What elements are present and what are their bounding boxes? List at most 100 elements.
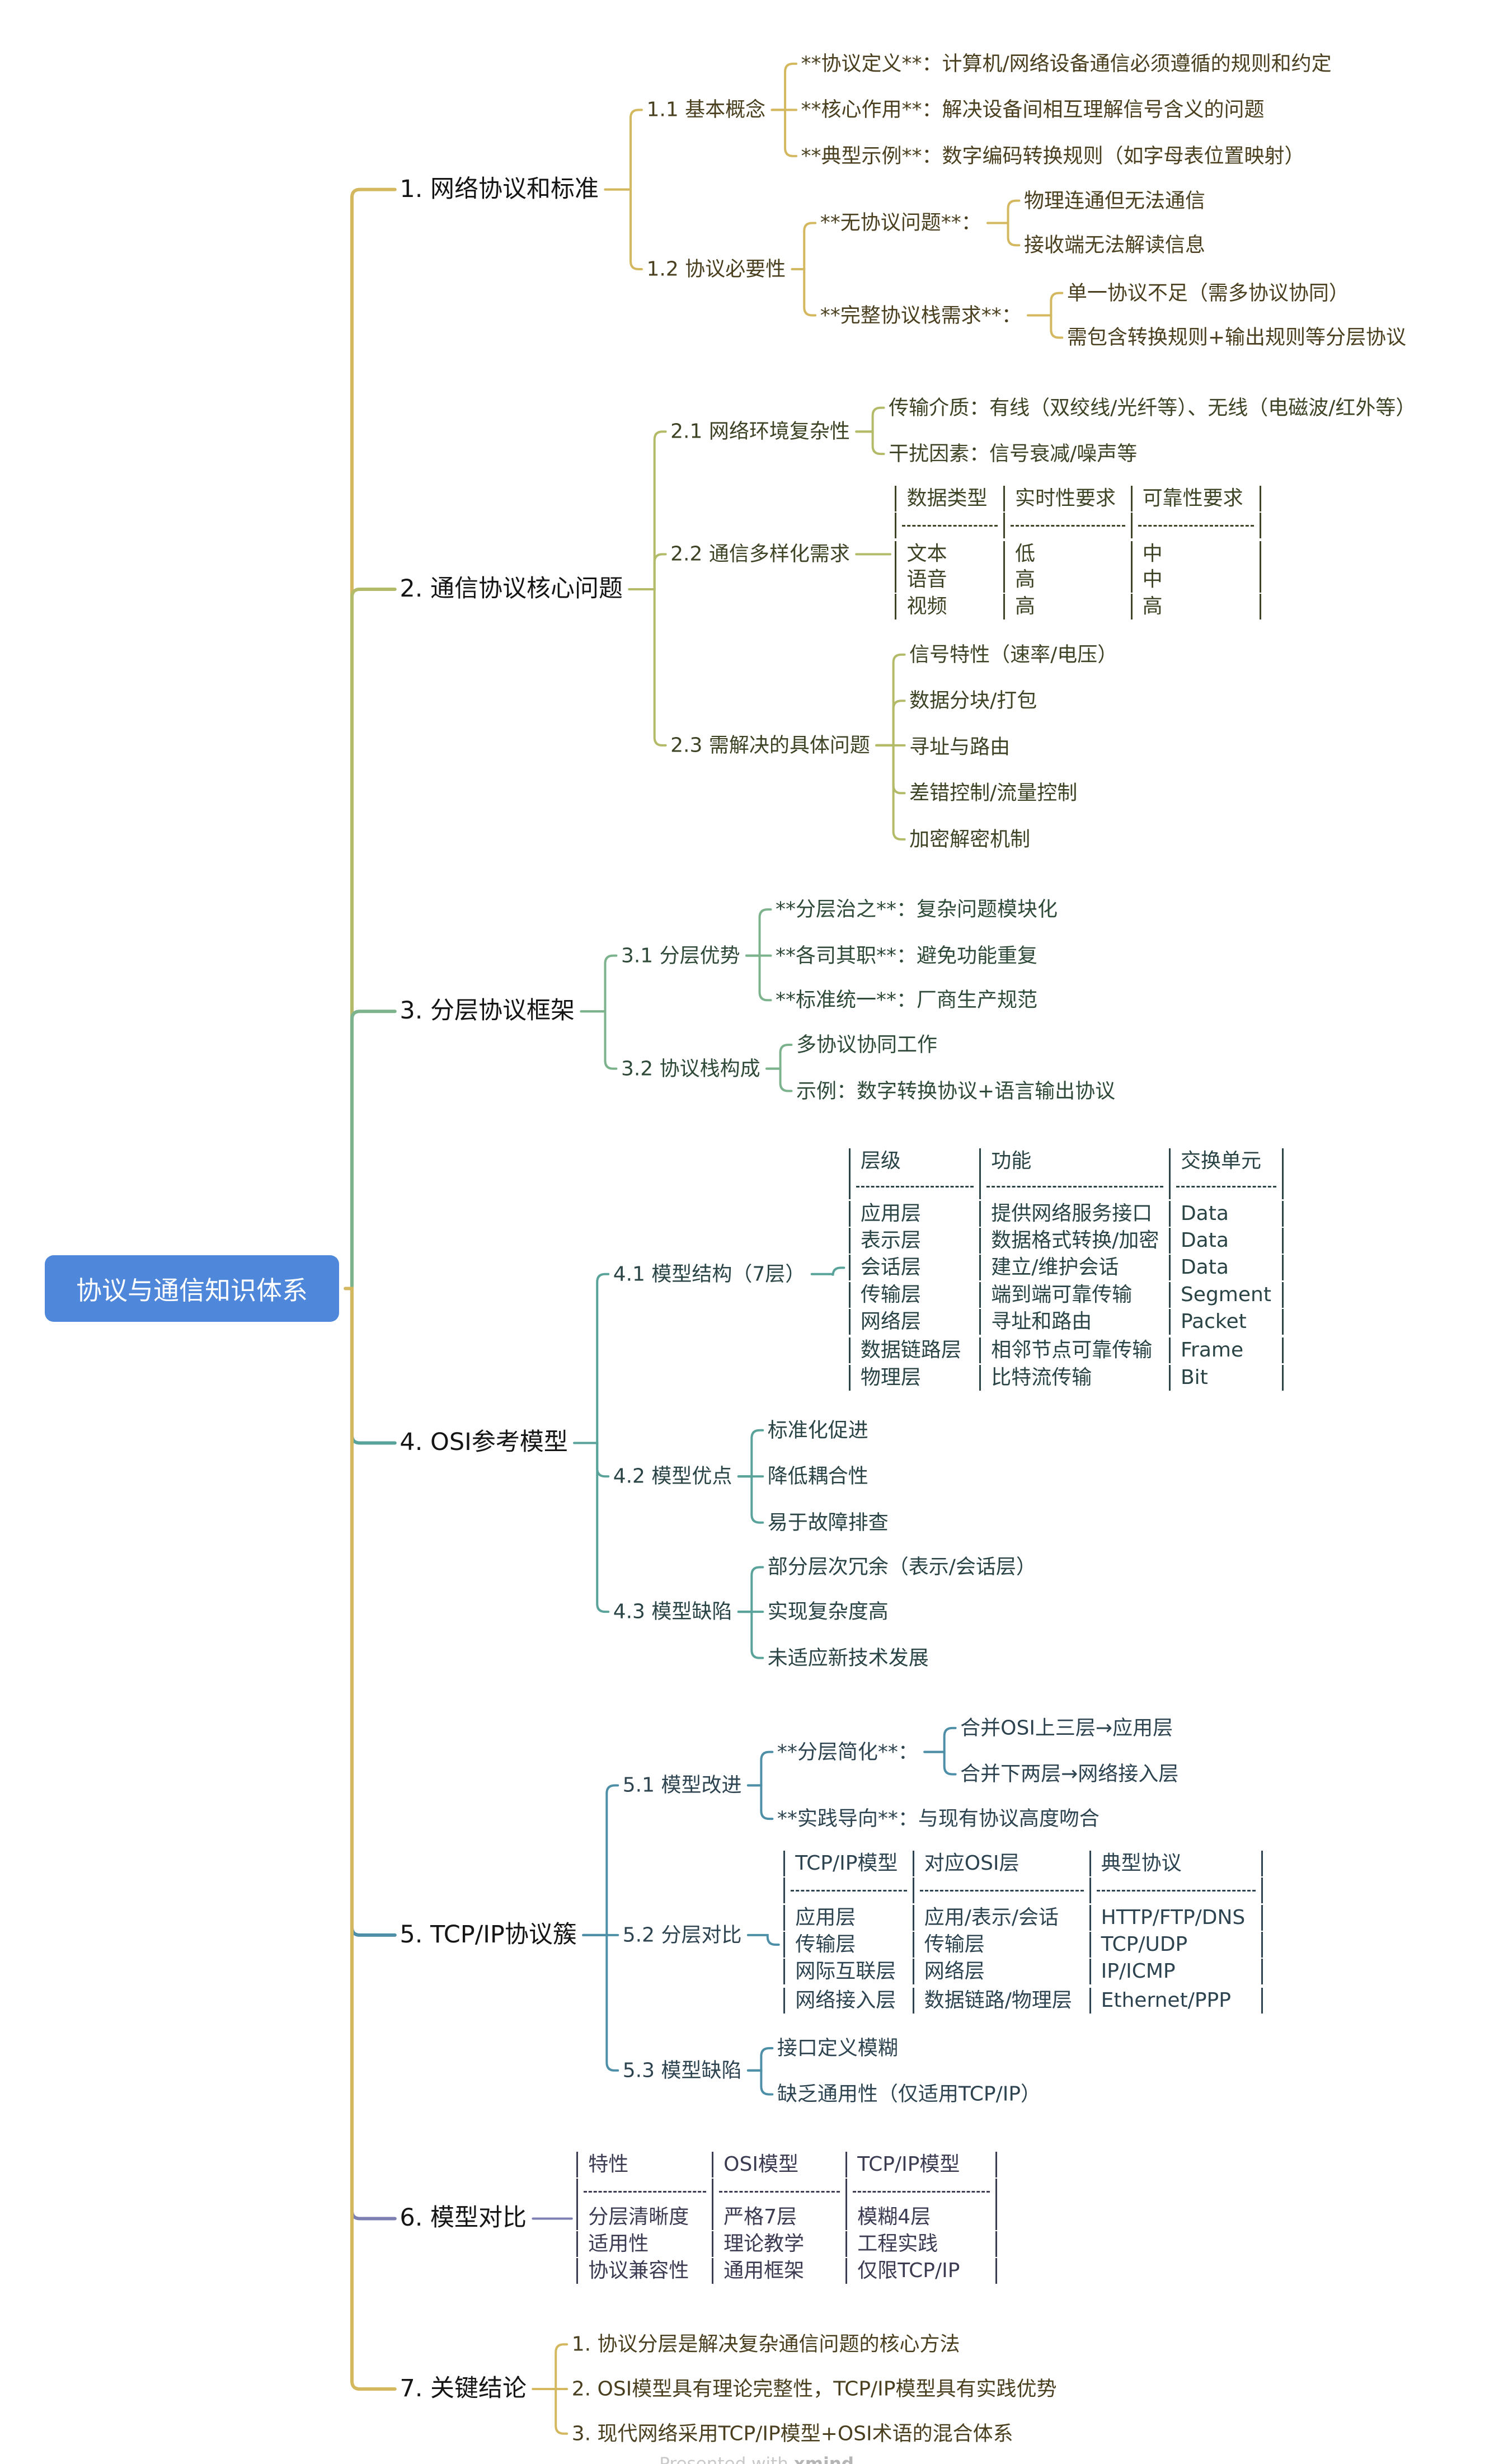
subtopic[interactable]: 5.2 分层对比 [622,1923,742,1947]
leaf-topic[interactable]: **典型示例**：数字编码转换规则（如字母表位置映射） [801,144,1305,168]
connector-line [771,109,797,157]
subtopic[interactable]: 2.2 通信多样化需求 [670,542,850,566]
table-cell: 网际互联层 [783,1959,913,1985]
table-cell: 分层清晰度 [576,2204,712,2230]
leaf-topic[interactable]: 部分层次冗余（表示/会话层） [767,1555,1036,1579]
leaf-topic[interactable]: 合并OSI上三层→应用层 [960,1716,1173,1740]
table-cell: Frame [1168,1337,1284,1364]
subtopic[interactable]: 2.1 网络环境复杂性 [670,420,850,443]
subtopic[interactable]: 1.2 协议必要性 [646,257,786,281]
table-cell: 文本 [895,541,1003,567]
leaf-topic[interactable]: 降低耦合性 [767,1465,868,1488]
connector-line [855,430,885,456]
subtopic[interactable]: 4.2 模型优点 [613,1465,732,1488]
table-cell: 比特流传输 [979,1364,1169,1391]
subtopic[interactable]: **完整协议栈需求**： [820,303,1022,327]
root-topic[interactable]: 协议与通信知识体系 [45,1255,339,1322]
connector-line [737,1475,764,1524]
connector-line [573,1273,610,1444]
watermark-text: Presented with [659,2453,788,2464]
connector-line [737,1611,764,1659]
leaf-topic[interactable]: 2. OSI模型具有理论完整性，TCP/IP模型具有实践优势 [571,2377,1057,2401]
table-cell: Packet [1168,1309,1284,1335]
table-cell: 网络接入层 [783,1987,913,2014]
table-cell: 理论教学 [712,2231,845,2257]
leaf-topic[interactable]: 数据分块/打包 [909,689,1037,712]
table-header: 可靠性要求 [1130,485,1261,511]
subtopic[interactable]: **无协议问题**： [820,211,981,234]
leaf-topic[interactable]: **核心作用**：解决设备间相互理解信号含义的问题 [801,98,1265,121]
table-cell: TCP/UDP [1089,1931,1263,1958]
subtopic[interactable]: 3.1 分层优势 [621,944,740,967]
leaf-topic[interactable]: 信号特性（速率/电压） [909,643,1118,667]
leaf-topic[interactable]: 接收端无法解读信息 [1023,233,1205,257]
connector-line [746,2069,774,2096]
connector-line [875,700,906,747]
subtopic[interactable]: 5.1 模型改进 [622,1773,742,1797]
table-header: TCP/IP模型 [783,1850,913,1876]
leaf-topic[interactable]: 实现复杂度高 [767,1600,889,1623]
leaf-topic[interactable]: 单一协议不足（需多协议协同） [1067,281,1349,305]
leaf-topic[interactable]: 未适应新技术发展 [767,1646,929,1670]
table-cell: 协议兼容性 [576,2258,712,2284]
connector-line [986,199,1021,224]
connector-line [746,1784,774,1820]
connector-line [810,1266,845,1276]
table-cell: 应用层 [783,1904,913,1931]
leaf-topic[interactable]: 多协议协同工作 [796,1033,938,1057]
table-cell: 高 [1003,594,1131,620]
subtopic[interactable]: 1.1 基本概念 [646,98,766,121]
leaf-topic[interactable]: 差错控制/流量控制 [909,781,1078,805]
leaf-topic[interactable]: 标准化促进 [767,1419,868,1442]
connector-line [344,1287,397,2391]
branch-topic[interactable]: 6. 模型对比 [400,2204,527,2232]
leaf-topic[interactable]: 接口定义模糊 [777,2036,898,2060]
table-cell: 通用框架 [712,2258,845,2284]
branch-topic[interactable]: 7. 关键结论 [400,2374,527,2403]
leaf-topic[interactable]: **分层治之**：复杂问题模块化 [776,898,1058,921]
leaf-topic[interactable]: 干扰因素：信号衰减/噪声等 [889,442,1138,466]
table-cell: 仅限TCP/IP [845,2258,997,2284]
connector-line [604,109,643,191]
subtopic[interactable]: 4.1 模型结构（7层） [613,1262,806,1286]
leaf-topic[interactable]: 传输介质：有线（双绞线/光纤等）、无线（电磁波/红外等） [889,396,1416,419]
branch-topic[interactable]: 3. 分层协议框架 [400,997,575,1025]
subtopic[interactable]: 2.3 需解决的具体问题 [670,734,870,757]
leaf-topic[interactable]: 合并下两层→网络接入层 [960,1762,1179,1786]
table-cell: 高 [1130,594,1261,620]
connector-line [737,1566,764,1613]
leaf-topic[interactable]: 1. 协议分层是解决复杂通信问题的核心方法 [571,2332,960,2356]
leaf-topic[interactable]: 缺乏通用性（仅适用TCP/IP） [777,2082,1041,2106]
connector-line [923,1750,957,1776]
leaf-topic[interactable]: **标准统一**：厂商生产规范 [776,988,1038,1012]
leaf-topic[interactable]: 物理连通但无法通信 [1023,189,1205,212]
leaf-topic[interactable]: 易于故障排查 [767,1511,889,1534]
subtopic[interactable]: **分层简化**： [777,1740,918,1763]
branch-topic[interactable]: 5. TCP/IP协议簇 [400,1921,577,1949]
connector-line [344,1010,397,1290]
branch-topic[interactable]: 1. 网络协议和标准 [400,175,599,203]
connector-line [771,62,797,111]
subtopic[interactable]: 3.2 协议栈构成 [621,1057,760,1081]
table-cell: 物理层 [848,1364,979,1391]
table-cell: 模糊4层 [845,2204,997,2230]
leaf-topic[interactable]: 示例：数字转换协议+语言输出协议 [796,1079,1116,1102]
table-cell: 应用层 [848,1200,979,1227]
branch-topic[interactable]: 4. OSI参考模型 [400,1428,568,1457]
leaf-topic[interactable]: **各司其职**：避免功能重复 [776,944,1038,967]
branch-topic[interactable]: 2. 通信协议核心问题 [400,575,623,603]
table-cell: 建立/维护会话 [979,1255,1169,1281]
connector-line [875,744,906,841]
table-cell: 适用性 [576,2231,712,2257]
leaf-topic[interactable]: 加密解密机制 [909,828,1031,851]
leaf-topic[interactable]: **实践导向**：与现有协议高度吻合 [777,1807,1100,1831]
subtopic[interactable]: 4.3 模型缺陷 [613,1600,732,1623]
leaf-topic[interactable]: **协议定义**：计算机/网络设备通信必须遵循的规则和约定 [801,52,1332,76]
leaf-topic[interactable]: 需包含转换规则+输出规则等分层协议 [1067,326,1406,349]
subtopic[interactable]: 5.3 模型缺陷 [622,2059,742,2082]
leaf-topic[interactable]: 寻址与路由 [909,735,1011,759]
leaf-topic[interactable]: 3. 现代网络采用TCP/IP模型+OSI术语的混合体系 [571,2422,1013,2446]
